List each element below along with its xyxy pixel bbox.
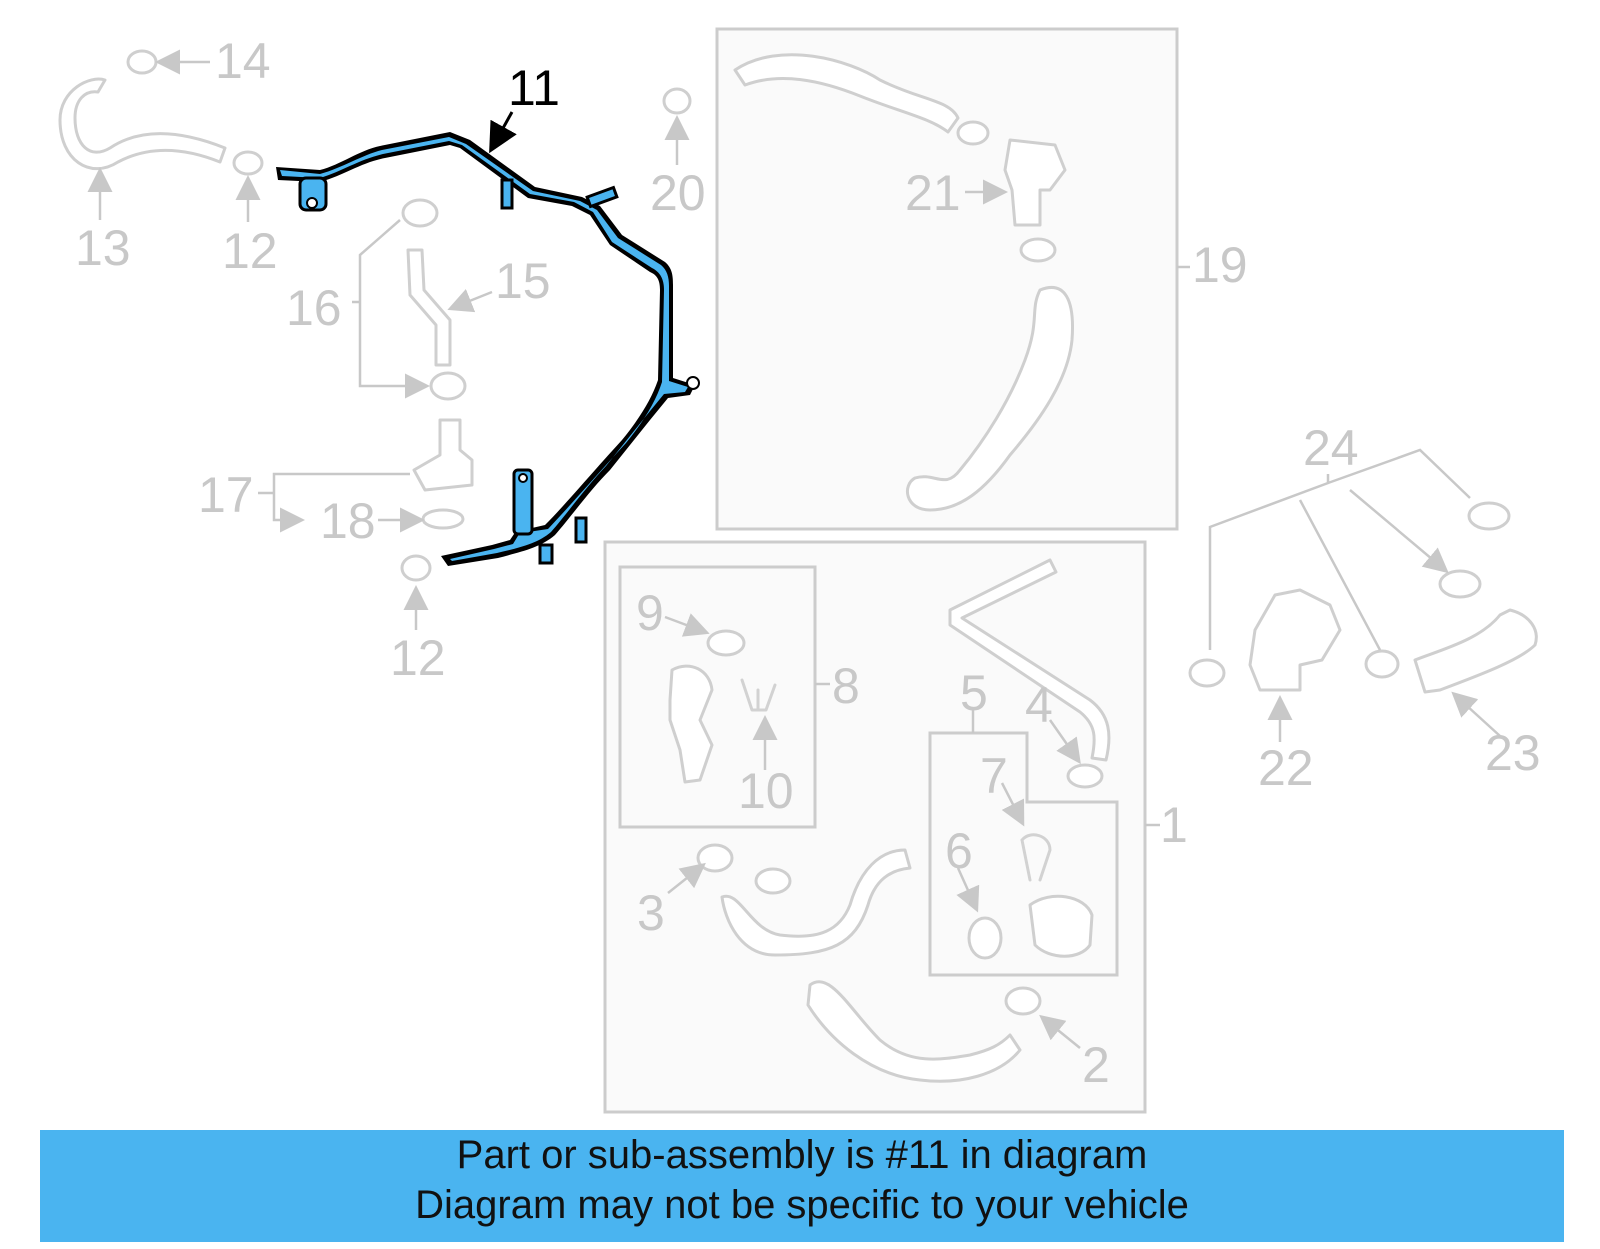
leader-15 <box>447 288 493 313</box>
callout-13: 13 <box>75 220 131 276</box>
hose-3 <box>720 848 912 957</box>
pipe-1 <box>948 558 1111 762</box>
pipe-11-bracket-bottom <box>512 468 534 536</box>
clamp-12-top <box>232 150 264 176</box>
callout-16: 16 <box>286 280 342 336</box>
callout-2: 2 <box>1082 1037 1110 1093</box>
clamp-2 <box>1004 986 1042 1016</box>
callout-15: 15 <box>495 253 551 309</box>
leader-7 <box>1000 782 1025 827</box>
pipe-11-highlighted[interactable] <box>276 132 700 566</box>
clamp-3-b <box>754 867 792 895</box>
group-box-19 <box>715 27 1179 531</box>
callout-22: 22 <box>1258 740 1314 796</box>
callout-18: 18 <box>320 493 376 549</box>
leader-24 <box>1208 448 1471 651</box>
leader-4 <box>1048 719 1081 765</box>
pipe-11-stub-3 <box>574 516 588 544</box>
callout-5: 5 <box>960 665 988 721</box>
pipe-11-bolt-hole-left <box>306 197 318 209</box>
clamp-12-bottom <box>400 554 432 582</box>
pipe-11-bolt-hole-right <box>686 376 700 390</box>
clip-10 <box>740 678 777 712</box>
hose-2 <box>806 980 1022 1083</box>
callout-19: 19 <box>1192 237 1248 293</box>
clamp-24-b <box>1438 569 1482 599</box>
leader-6 <box>956 867 980 913</box>
hose-19-upper <box>733 53 960 134</box>
pipe-11-stub-4 <box>538 543 554 565</box>
callout-3: 3 <box>637 885 665 941</box>
leader-17 <box>258 472 410 520</box>
oring-18 <box>421 508 465 530</box>
valve-5 <box>1028 894 1094 958</box>
clamp-20 <box>662 87 692 115</box>
valve-22 <box>1248 588 1342 692</box>
clamp-4 <box>1066 763 1104 789</box>
leader-2 <box>1039 1014 1081 1049</box>
banner-line-1: Part or sub-assembly is #11 in diagram <box>456 1133 1148 1177</box>
connector-8 <box>668 664 714 784</box>
callout-10: 10 <box>738 763 794 819</box>
clamp-19-b <box>1019 237 1057 263</box>
callout-12-bottom: 12 <box>390 630 446 686</box>
clip-7 <box>1020 833 1052 882</box>
hose-23 <box>1413 608 1538 694</box>
info-banner: Part or sub-assembly is #11 in diagram D… <box>40 1130 1564 1242</box>
callout-1: 1 <box>1160 797 1188 853</box>
oring-6 <box>967 916 1003 960</box>
clamp-3-a <box>696 843 734 873</box>
callout-12-top: 12 <box>222 223 278 279</box>
leader-9 <box>664 613 710 637</box>
clamp-24-d <box>1364 649 1400 679</box>
oring-9 <box>706 629 746 657</box>
callout-21: 21 <box>905 165 961 221</box>
pipe-11-stub-1 <box>500 178 514 210</box>
callout-9: 9 <box>636 585 664 641</box>
callout-6: 6 <box>945 823 973 879</box>
pipe-11-bolt-hole-bottom <box>518 473 528 483</box>
clamp-24-a <box>1467 501 1511 531</box>
callout-8: 8 <box>832 658 860 714</box>
pipe-11-stub-2 <box>585 185 619 209</box>
leader-16 <box>352 219 425 386</box>
callout-20: 20 <box>650 165 706 221</box>
clamp-16-top <box>401 198 439 228</box>
callout-14: 14 <box>215 33 271 89</box>
valve-21 <box>1003 138 1067 227</box>
leader-3 <box>667 862 706 894</box>
callout-7: 7 <box>980 748 1008 804</box>
clamp-24-c <box>1188 658 1226 688</box>
hose-19-lower <box>906 286 1075 512</box>
leader-23 <box>1451 691 1501 737</box>
callout-24: 24 <box>1303 420 1359 476</box>
callout-23: 23 <box>1485 725 1541 781</box>
hose-13 <box>58 77 227 171</box>
clamp-14 <box>126 49 158 75</box>
banner-line-2: Diagram may not be specific to your vehi… <box>415 1183 1189 1227</box>
clamp-16-bottom <box>429 371 467 401</box>
clamp-19-a <box>956 120 990 146</box>
callout-17: 17 <box>198 467 254 523</box>
group-box-8 <box>618 565 817 829</box>
hose-15 <box>406 248 452 367</box>
leader-11 <box>489 111 517 154</box>
housing-17 <box>412 418 474 492</box>
callout-4: 4 <box>1025 677 1053 733</box>
callout-11: 11 <box>508 60 560 116</box>
